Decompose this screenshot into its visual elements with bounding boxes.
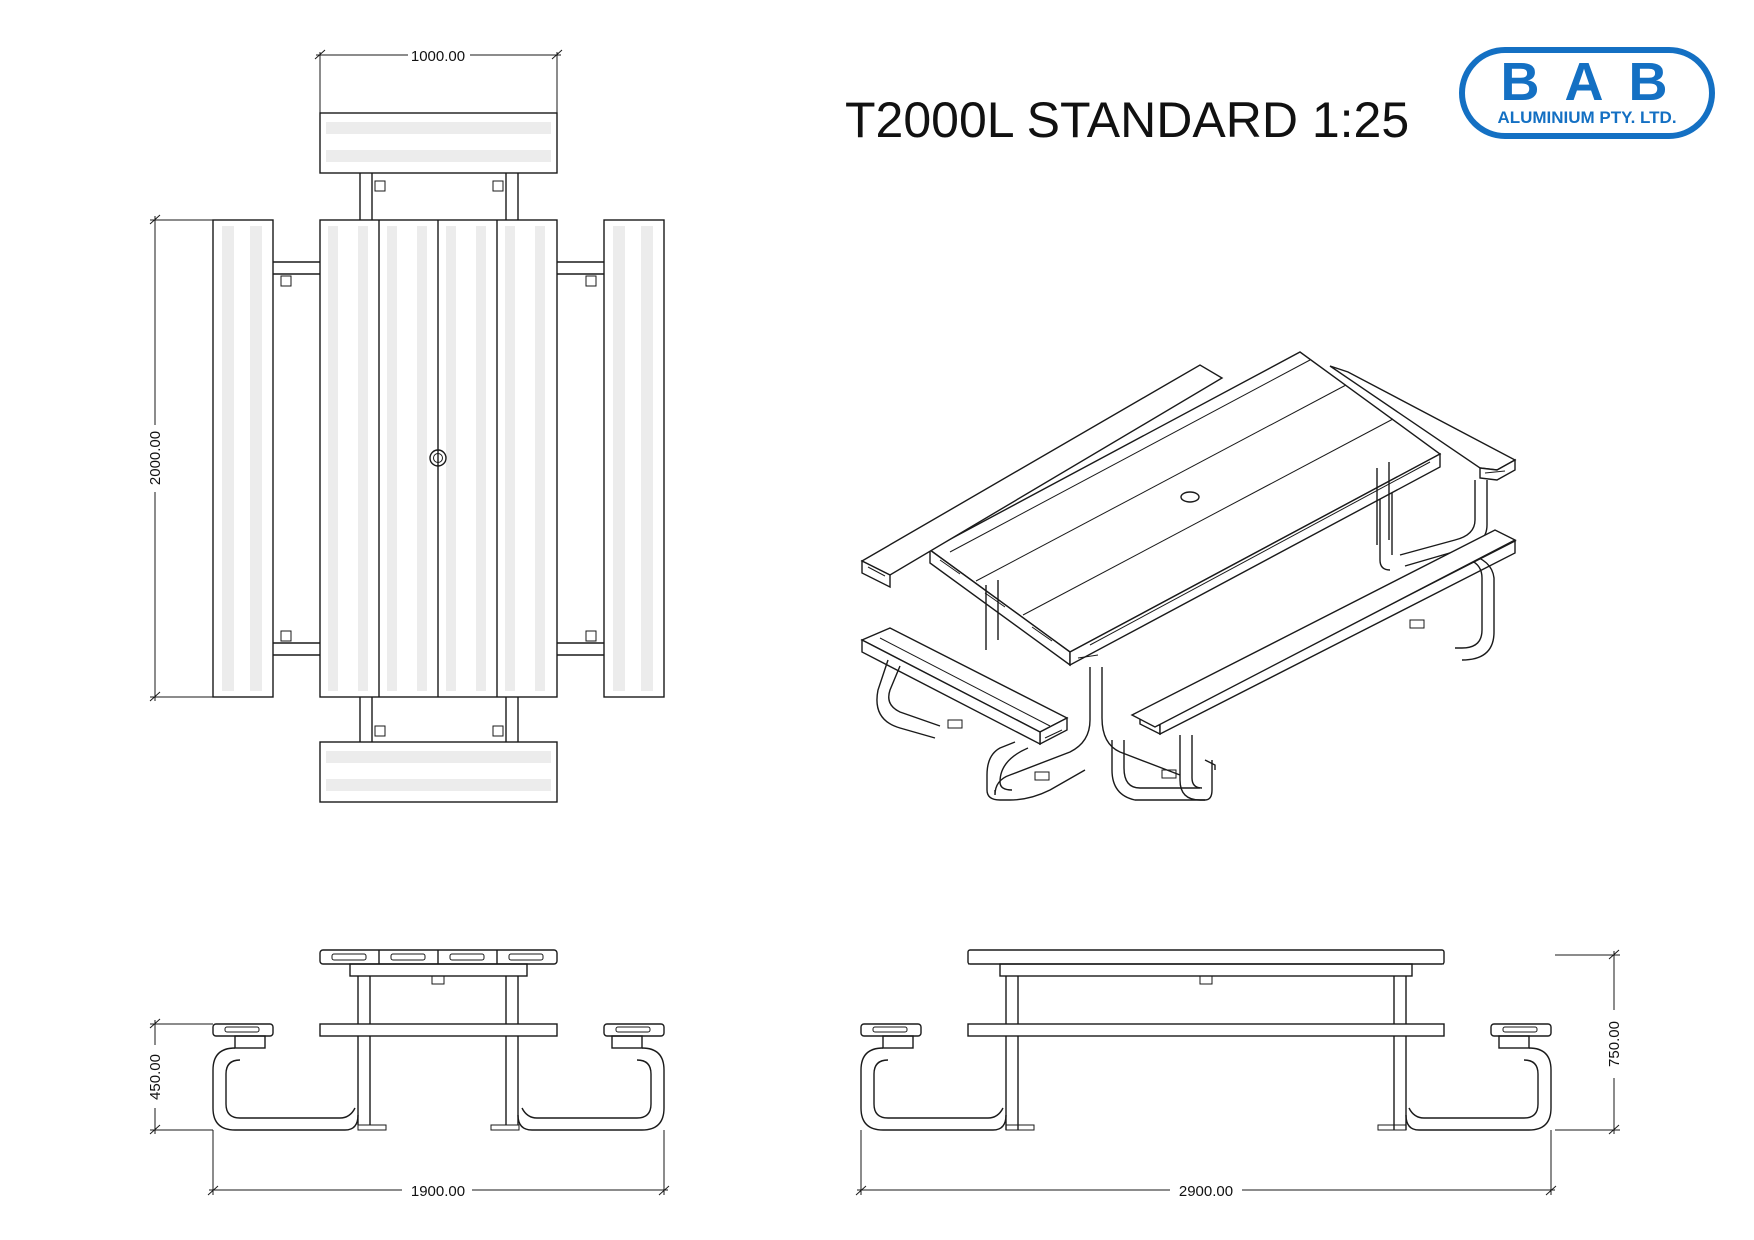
table-top-plan <box>319 219 558 698</box>
iso-table-top <box>928 351 1442 667</box>
iso-seat-left-rear <box>860 364 1224 589</box>
dimension-label-seat-height: 450.00 <box>147 1054 164 1100</box>
end-elevation-view: 450.00 1900.00 <box>147 949 670 1200</box>
end-bench-top <box>319 112 558 174</box>
drawing-title: T2000L STANDARD 1:25 <box>845 92 1409 148</box>
logo-company: ALUMINIUM PTY. LTD. <box>1497 108 1676 127</box>
side-bench-right <box>603 219 665 698</box>
side-bench-left <box>212 219 274 698</box>
dimension-table-height: 750.00 <box>1555 949 1623 1135</box>
iso-rear-seat-right <box>1329 365 1517 481</box>
dimension-side-length: 2900.00 <box>855 1130 1557 1200</box>
logo-letters: B A B <box>1501 52 1674 112</box>
umbrella-hole <box>429 449 447 467</box>
dimension-label-side-length: 2900.00 <box>1179 1183 1233 1200</box>
dimension-label-table-height: 750.00 <box>1606 1021 1623 1067</box>
side-elevation-view: 2900.00 750.00 <box>855 949 1623 1200</box>
company-logo: B A B ALUMINIUM PTY. LTD. <box>1459 47 1715 139</box>
isometric-view <box>860 351 1517 801</box>
plan-view: 1000.00 2000.00 <box>147 48 665 803</box>
end-bench-bottom <box>319 741 558 803</box>
iso-seat-front-left <box>860 627 1069 746</box>
iso-seat-front-right <box>1130 529 1517 728</box>
dimension-label-top-length: 2000.00 <box>147 431 164 485</box>
dimension-label-top-width: 1000.00 <box>411 48 465 65</box>
dimension-label-end-width: 1900.00 <box>411 1183 465 1200</box>
dimension-top-width: 1000.00 <box>314 48 563 113</box>
end-table-top <box>319 949 558 965</box>
dimension-end-width: 1900.00 <box>207 1130 670 1200</box>
dimension-seat-height: 450.00 <box>147 1018 213 1135</box>
iso-umbrella-hole <box>1180 491 1200 503</box>
dimension-top-length: 2000.00 <box>147 214 213 702</box>
